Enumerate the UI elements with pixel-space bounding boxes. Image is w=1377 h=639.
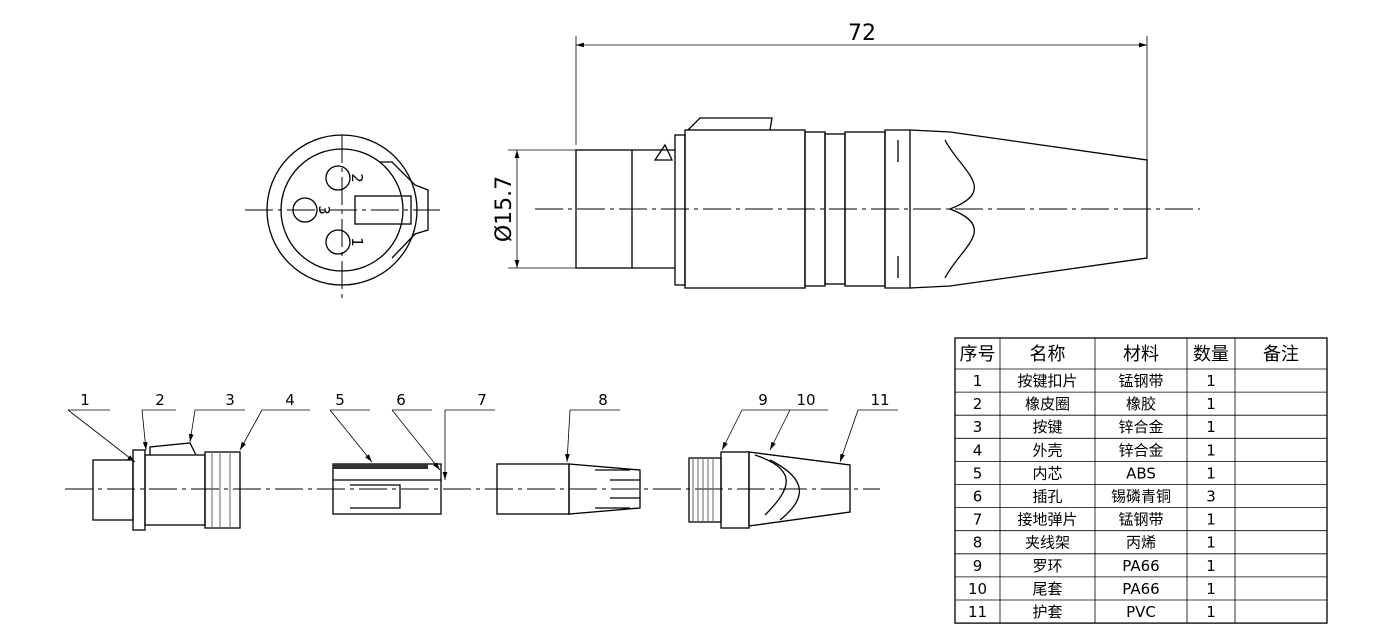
table-cell: 7 <box>973 511 983 529</box>
table-cell: 橡皮圈 <box>1025 395 1070 413</box>
exploded-view <box>65 442 880 531</box>
table-cell: 8 <box>973 534 983 552</box>
callout-3: 3 <box>188 391 245 443</box>
table-cell: 插孔 <box>1032 488 1062 506</box>
table-cell: 6 <box>973 488 983 506</box>
table-row: 6 插孔 锡磷青铜 3 <box>973 488 1216 506</box>
table-cell: 1 <box>1206 511 1216 529</box>
table-cell: 罗环 <box>1032 557 1062 575</box>
table-cell: 5 <box>973 464 983 482</box>
callout-4: 4 <box>239 391 310 451</box>
table-header: 序号 <box>960 344 996 365</box>
table-cell: 1 <box>973 372 983 390</box>
table-cell: 尾套 <box>1032 580 1062 598</box>
table-cell: 1 <box>1206 534 1216 552</box>
callout-number: 7 <box>477 391 487 409</box>
table-cell: 1 <box>1206 557 1216 575</box>
table-row: 2 橡皮圈 橡胶 1 <box>973 395 1216 413</box>
callout-number: 4 <box>285 391 295 409</box>
callout-number: 6 <box>396 391 406 409</box>
table-row: 10 尾套 PA66 1 <box>968 580 1216 598</box>
table-cell: 10 <box>968 580 987 598</box>
table-cell: 接地弹片 <box>1017 511 1077 529</box>
callout-number: 1 <box>80 391 90 409</box>
table-cell: 3 <box>973 418 983 436</box>
diameter-dimension: Ø15.7 <box>492 176 517 242</box>
callout-number: 11 <box>870 391 889 409</box>
table-header: 材料 <box>1123 344 1159 365</box>
callout-number: 5 <box>335 391 345 409</box>
callout-5: 5 <box>329 391 373 463</box>
table-header: 数量 <box>1193 344 1229 365</box>
table-cell: 按键扣片 <box>1017 372 1077 390</box>
callouts: 1 2 3 4 5 6 7 8 9 10 11 <box>67 391 898 480</box>
table-row: 9 罗环 PA66 1 <box>973 557 1216 575</box>
table-cell: 1 <box>1206 580 1216 598</box>
table-cell: 1 <box>1206 418 1216 436</box>
table-cell: 1 <box>1206 464 1216 482</box>
table-row: 11 护套 PVC 1 <box>968 603 1216 621</box>
callout-6: 6 <box>391 391 441 471</box>
table-header: 名称 <box>1030 344 1066 365</box>
table-cell: 9 <box>973 557 983 575</box>
table-row: 8 夹线架 丙烯 1 <box>973 534 1216 552</box>
table-row: 5 内芯 ABS 1 <box>973 464 1216 482</box>
side-view: 72 Ø15.7 <box>492 21 1200 289</box>
table-cell: 锰钢带 <box>1118 511 1163 529</box>
callout-number: 9 <box>758 391 768 409</box>
table-cell: PA66 <box>1122 557 1159 575</box>
table-cell: 锌合金 <box>1118 418 1163 436</box>
callout-2: 2 <box>141 391 176 451</box>
callout-number: 8 <box>598 391 608 409</box>
pin-label-1: 1 <box>348 237 366 247</box>
table-row: 7 接地弹片 锰钢带 1 <box>973 511 1216 529</box>
table-cell: 锡磷青铜 <box>1111 488 1171 506</box>
table-cell: 内芯 <box>1032 464 1062 482</box>
callout-9: 9 <box>721 391 790 451</box>
table-cell: 锰钢带 <box>1118 372 1163 390</box>
table-cell: 3 <box>1206 488 1216 506</box>
table-cell: 按键 <box>1032 418 1062 436</box>
table-cell: 1 <box>1206 372 1216 390</box>
table-cell: ABS <box>1126 464 1156 482</box>
table-cell: 锌合金 <box>1118 441 1163 459</box>
pin-label-2: 2 <box>348 173 366 183</box>
length-dimension: 72 <box>848 21 876 46</box>
table-cell: 1 <box>1206 395 1216 413</box>
callout-number: 3 <box>225 391 235 409</box>
callout-7: 7 <box>442 391 495 480</box>
table-row: 1 按键扣片 锰钢带 1 <box>973 372 1216 390</box>
pin-label-3: 3 <box>315 205 333 215</box>
table-cell: PA66 <box>1122 580 1159 598</box>
table-cell: 1 <box>1206 603 1216 621</box>
table-cell: PVC <box>1126 603 1156 621</box>
front-view: 2 3 1 <box>245 134 440 300</box>
table-row: 4 外壳 锌合金 1 <box>973 441 1216 459</box>
callout-1: 1 <box>67 391 136 463</box>
callout-11: 11 <box>839 391 898 463</box>
table-cell: 外壳 <box>1032 441 1062 459</box>
table-row: 3 按键 锌合金 1 <box>973 418 1216 436</box>
table-cell: 11 <box>968 603 987 621</box>
callout-10: 10 <box>769 391 828 451</box>
callout-number: 2 <box>155 391 165 409</box>
callout-number: 10 <box>796 391 815 409</box>
table-cell: 夹线架 <box>1025 534 1070 552</box>
table-cell: 丙烯 <box>1126 534 1156 552</box>
table-cell: 1 <box>1206 441 1216 459</box>
table-header: 备注 <box>1263 344 1299 365</box>
table-cell: 护套 <box>1032 603 1062 621</box>
table-cell: 2 <box>973 395 983 413</box>
callout-8: 8 <box>565 391 620 463</box>
table-cell: 橡胶 <box>1126 395 1156 413</box>
table-cell: 4 <box>973 441 983 459</box>
